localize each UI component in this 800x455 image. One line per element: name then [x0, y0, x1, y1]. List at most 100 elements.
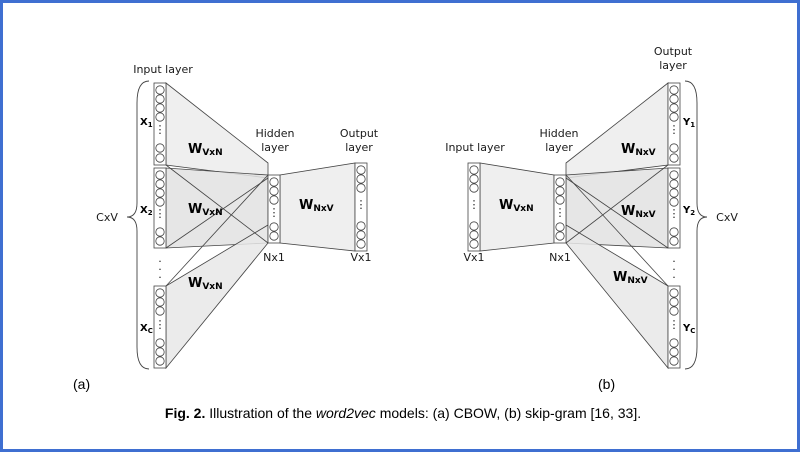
neuron [356, 221, 366, 231]
cbow-input-column-x2 [153, 167, 167, 249]
neuron [269, 195, 279, 205]
cbow-weight-label-1: WVxN [188, 142, 223, 158]
cbow-cross-line [165, 164, 269, 244]
neuron [469, 239, 479, 249]
neuron [155, 306, 165, 316]
cbow-input-column-xc [153, 285, 167, 369]
neuron [469, 230, 479, 240]
neuron [669, 347, 679, 357]
neuron [155, 188, 165, 198]
skipgram-output-column-y1 [667, 82, 681, 166]
skipgram-weight-label-c: WNxV [613, 270, 648, 286]
skipgram-weight-label-1: WNxV [621, 142, 656, 158]
neuron [555, 186, 565, 196]
ellipsis: · [158, 255, 162, 268]
cbow-input-column-x1 [153, 82, 167, 166]
cbow-cxv-label: CxV [96, 211, 118, 224]
skipgram-hidden-layer-label: layer [545, 141, 573, 154]
cbow-output-layer-label: layer [345, 141, 373, 154]
neuron [155, 288, 165, 298]
neuron [155, 197, 165, 207]
neuron [469, 174, 479, 184]
cbow-cross-line [165, 177, 269, 249]
ellipsis: ⋮ [155, 123, 166, 136]
panel-label-b: (b) [598, 376, 615, 392]
skipgram-input-weight-label: WVxN [499, 198, 534, 214]
ellipsis: ⋮ [469, 198, 480, 211]
neuron [155, 297, 165, 307]
neuron [155, 112, 165, 122]
skipgram-cross-line [565, 177, 669, 249]
neuron [269, 222, 279, 232]
ellipsis: ⋮ [269, 206, 280, 219]
panel-label-a: (a) [73, 376, 90, 392]
skipgram-y1-label: Y1 [682, 117, 695, 129]
neuron [669, 197, 679, 207]
cbow-input-layer-label: Input layer [133, 63, 193, 76]
skipgram-cross-line [565, 164, 669, 244]
skipgram-brace [684, 80, 708, 370]
neuron [269, 231, 279, 241]
neuron [669, 103, 679, 113]
ellipsis: · [672, 255, 676, 268]
neuron [155, 153, 165, 163]
neuron [469, 183, 479, 193]
neuron [356, 239, 366, 249]
cbow-hidden-layer-label: layer [261, 141, 289, 154]
ellipsis: · [158, 263, 162, 276]
figure-caption: Fig. 2. Illustration of the word2vec mod… [3, 405, 800, 421]
skipgram-weight-label-2: WNxV [621, 204, 656, 220]
neuron [669, 112, 679, 122]
cbow-cross-line [165, 174, 269, 287]
caption-figure-number: Fig. 2. [164, 405, 206, 421]
neuron [555, 195, 565, 205]
neuron [669, 338, 679, 348]
caption-text: models: (a) CBOW, (b) skip-gram [16, 33]… [379, 405, 642, 421]
word2vec-diagram: ⋮ ⋮ · · · ⋮ ⋮ ⋮ [73, 45, 738, 392]
neuron [269, 186, 279, 196]
neuron [555, 231, 565, 241]
cbow-output-weight-label: WNxV [299, 198, 334, 214]
neuron [155, 143, 165, 153]
cbow-hidden-layer-label: Hidden [255, 127, 294, 140]
neuron [669, 143, 679, 153]
caption-model-name: word2vec [315, 405, 376, 421]
neuron [669, 94, 679, 104]
neuron [155, 94, 165, 104]
caption-text: Illustration of the [209, 405, 312, 421]
ellipsis: ⋮ [669, 318, 680, 331]
neuron [356, 183, 366, 193]
neuron [669, 188, 679, 198]
skipgram-cxv-label: CxV [716, 211, 738, 224]
skipgram-vx1-label: Vx1 [463, 251, 484, 264]
skipgram-output-column-y2 [667, 167, 681, 249]
cbow-x1-label: X1 [140, 117, 153, 129]
skipgram-diagram: ⋮ ⋮ ⋮ ⋮ · · · ⋮ [445, 45, 738, 370]
skipgram-output-layer-label: layer [659, 59, 687, 72]
neuron [155, 85, 165, 95]
neuron [669, 356, 679, 366]
neuron [669, 170, 679, 180]
neuron [155, 103, 165, 113]
neuron [269, 177, 279, 187]
neuron [155, 179, 165, 189]
neuron [669, 227, 679, 237]
skipgram-yc-label: YC [682, 323, 695, 335]
neuron [669, 179, 679, 189]
skipgram-trapezoid-y1 [565, 82, 669, 179]
cbow-output-layer-label: Output [340, 127, 379, 140]
neuron [669, 288, 679, 298]
neuron [669, 153, 679, 163]
skipgram-input-layer-label: Input layer [445, 141, 505, 154]
cbow-diagram: ⋮ ⋮ · · · ⋮ ⋮ ⋮ [96, 63, 379, 370]
cbow-x2-label: X2 [140, 205, 153, 217]
ellipsis: ⋮ [555, 206, 566, 219]
ellipsis: · [158, 271, 162, 284]
cbow-weight-label-2: WVxN [188, 202, 223, 218]
neuron [669, 306, 679, 316]
ellipsis: · [672, 271, 676, 284]
ellipsis: ⋮ [669, 207, 680, 220]
ellipsis: · [672, 263, 676, 276]
neuron [155, 227, 165, 237]
